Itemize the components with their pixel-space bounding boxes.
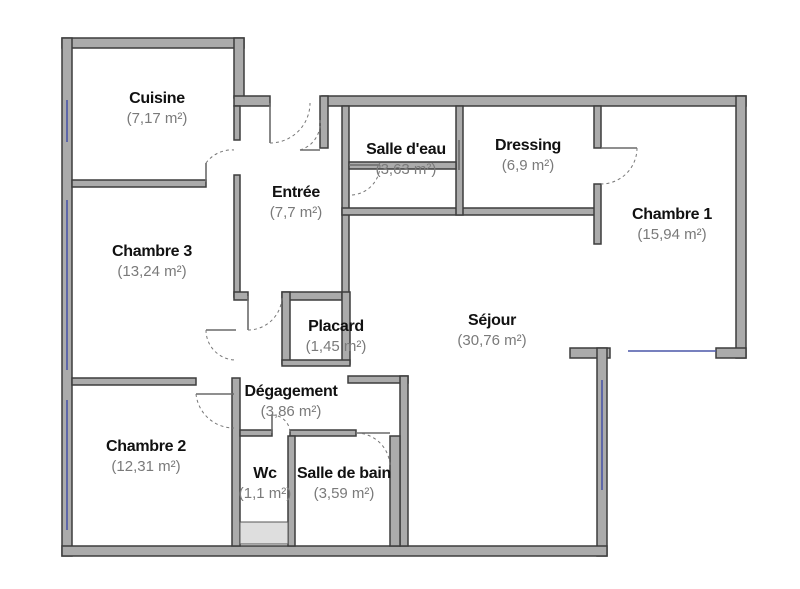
- room-sejour: Séjour (30,76 m²): [457, 312, 526, 349]
- room-name: Wc: [253, 465, 277, 482]
- interior-walls: [71, 95, 602, 547]
- room-name: Entrée: [272, 184, 320, 201]
- room-chambre-1: Chambre 1 (15,94 m²): [632, 206, 712, 243]
- room-name: Chambre 2: [106, 438, 186, 455]
- shower-tray: [239, 521, 289, 545]
- room-area: (7,17 m²): [126, 110, 188, 127]
- room-salle-deau: Salle d'eau (3,63 m²): [366, 141, 446, 178]
- room-area: (13,24 m²): [117, 263, 187, 280]
- room-area: (3,86 m²): [260, 403, 322, 420]
- room-chambre-2: Chambre 2 (12,31 m²): [106, 438, 186, 475]
- room-entree: Entrée (7,7 m²): [270, 184, 323, 221]
- room-area: (3,63 m²): [375, 161, 437, 178]
- room-dressing: Dressing (6,9 m²): [495, 137, 561, 174]
- room-area: (7,7 m²): [269, 204, 323, 221]
- room-cuisine: Cuisine (7,17 m²): [127, 90, 188, 127]
- room-area: (30,76 m²): [457, 332, 527, 349]
- room-area: (6,9 m²): [501, 157, 555, 174]
- room-placard: Placard (1,45 m²): [306, 318, 367, 355]
- room-area: (1,1 m²): [238, 485, 292, 502]
- doors: [195, 102, 638, 468]
- room-salle-de-bain: Salle de bain (3,59 m²): [297, 465, 391, 502]
- room-name: Salle de bain: [297, 465, 391, 482]
- room-area: (15,94 m²): [637, 226, 707, 243]
- room-chambre-3: Chambre 3 (13,24 m²): [112, 243, 192, 280]
- windows: [66, 100, 716, 545]
- room-area: (12,31 m²): [111, 458, 181, 475]
- room-name: Cuisine: [129, 90, 185, 107]
- room-name: Séjour: [468, 312, 516, 329]
- room-name: Chambre 1: [632, 206, 712, 223]
- room-wc: Wc (1,1 m²): [239, 465, 292, 502]
- room-name: Chambre 3: [112, 243, 192, 260]
- room-name: Placard: [308, 318, 364, 335]
- room-name: Dégagement: [244, 383, 338, 400]
- room-name: Salle d'eau: [366, 141, 446, 158]
- room-name: Dressing: [494, 137, 562, 154]
- room-area: (3,59 m²): [313, 485, 375, 502]
- room-degagement: Dégagement (3,86 m²): [244, 383, 337, 420]
- room-area: (1,45 m²): [305, 338, 367, 355]
